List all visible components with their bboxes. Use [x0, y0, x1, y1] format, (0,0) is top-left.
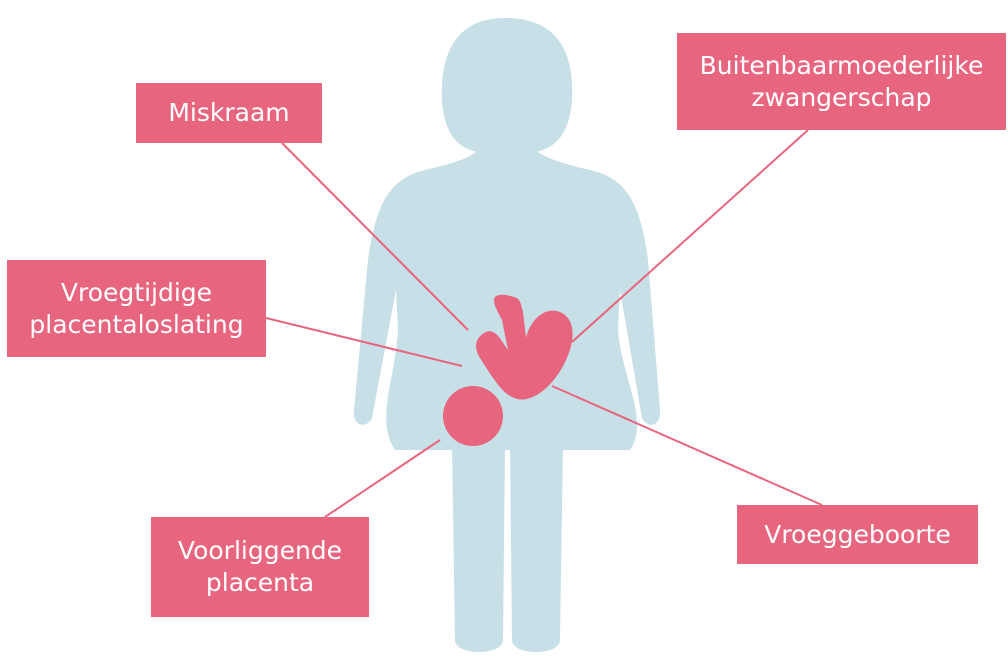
label-voorliggend-line-1: Voorliggende	[178, 535, 342, 567]
placenta-circle-icon	[443, 386, 503, 446]
label-miskraam-text: Miskraam	[168, 97, 289, 129]
label-vroegtijdig-line-2: placentaloslating	[29, 309, 243, 341]
label-buitenbaarmoederlijke-zwangerschap: Buitenbaarmoederlijke zwangerschap	[677, 33, 1006, 130]
label-voorliggende-placenta: Voorliggende placenta	[151, 517, 369, 617]
label-vroeggeboorte-text: Vroeggeboorte	[764, 519, 951, 551]
label-vroegtijdige-placentaloslating: Vroegtijdige placentaloslating	[7, 260, 266, 357]
label-miskraam: Miskraam	[136, 83, 322, 143]
label-buiten-line-2: zwangerschap	[751, 82, 931, 114]
label-voorliggend-line-2: placenta	[206, 567, 314, 599]
left-leg-shape	[452, 445, 505, 652]
connector-voorliggende	[325, 440, 440, 517]
right-leg-shape	[510, 445, 563, 652]
label-vroeggeboorte: Vroeggeboorte	[737, 505, 978, 564]
label-vroegtijdig-line-1: Vroegtijdige	[61, 277, 212, 309]
label-buiten-line-1: Buitenbaarmoederlijke	[700, 50, 984, 82]
head-shape	[442, 18, 572, 152]
